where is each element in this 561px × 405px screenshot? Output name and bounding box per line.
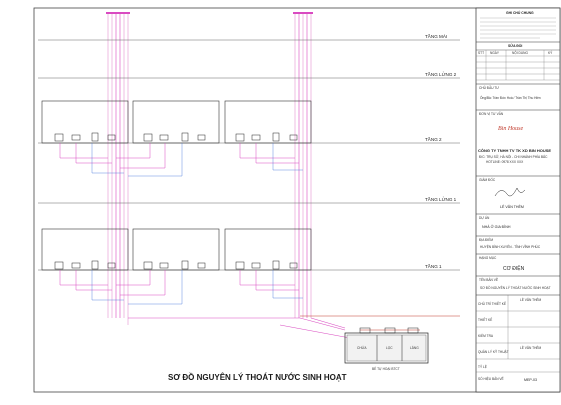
room-blocks-lower bbox=[41, 228, 312, 271]
collector-pipes-red bbox=[300, 315, 460, 331]
tb-notes-lines bbox=[480, 17, 556, 39]
level-label-floor-2: TẦNG 2 bbox=[425, 136, 442, 142]
tb-revision-header: SỬA ĐỔI bbox=[508, 43, 522, 48]
tb-owner-header: CHỦ ĐẦU TƯ bbox=[479, 85, 499, 90]
tb-project-header: DỰ ÁN bbox=[479, 216, 490, 220]
drawing-title: SƠ ĐỒ NGUYÊN LÝ THOÁT NƯỚC SINH HOẠT bbox=[168, 372, 347, 382]
level-label-floor-1: TẦNG 1 bbox=[425, 263, 442, 269]
septic-tank: CHỨA LỌC LẮNG BỂ TỰ HOẠI BTCT bbox=[344, 327, 429, 371]
tb-owner-name: Ông/Bà: Trần Đức Hoà / Trần Thị Thu Hiền bbox=[480, 95, 541, 100]
level-label-mezz-2: TẦNG LỬNG 2 bbox=[425, 71, 457, 77]
tb-drawing-name: SƠ ĐỒ NGUYÊN LÝ THOÁT NƯỚC SINH HOẠT bbox=[480, 285, 551, 290]
tb-sheet-label: SỐ HIỆU BẢN VẼ bbox=[478, 376, 504, 381]
rev-col-sign: KÝ bbox=[548, 51, 553, 55]
tb-category-name: CƠ ĐIỆN bbox=[503, 264, 525, 272]
tb-company-addr-1: Đ/C: TRỤ SỞ, HÀ NỘI - CHI NHÁNH PHÍA BẮC bbox=[479, 154, 548, 159]
room-blocks-upper bbox=[41, 100, 312, 144]
tb-role-3: KIỂM TRA bbox=[478, 333, 494, 338]
tb-role-4-name: LÊ VĂN THÊM bbox=[520, 345, 542, 350]
level-label-mezz-1: TẦNG LỬNG 1 bbox=[425, 196, 457, 202]
tb-role-1: CHỦ TRÌ THIẾT KẾ bbox=[478, 301, 506, 306]
tb-director-name: LÊ VĂN THÊM bbox=[500, 204, 524, 209]
tb-company-name: CÔNG TY TNHH TV TK XD BIN HOUSE bbox=[478, 148, 551, 153]
drain-branches bbox=[59, 143, 299, 296]
tb-role-2: THIẾT KẾ bbox=[478, 317, 492, 322]
title-block: GHI CHÚ CHUNG SỬA ĐỔI STT NGÀY NỘI DUNG … bbox=[475, 7, 561, 393]
rev-col-date: NGÀY bbox=[490, 51, 500, 55]
tb-company-addr-2: HOTLINE: 0978 XXX XXX bbox=[486, 160, 524, 164]
collector-pipes bbox=[128, 317, 351, 339]
pipe-stacks bbox=[107, 14, 312, 325]
tb-notes-header: GHI CHÚ CHUNG bbox=[506, 10, 534, 15]
director-signature bbox=[494, 187, 526, 197]
company-logo: Bin House bbox=[498, 126, 524, 132]
level-label-roof: TẦNG MÁI bbox=[425, 33, 447, 39]
rev-grid bbox=[476, 50, 560, 81]
tank-label: BỂ TỰ HOẠI BTCT bbox=[372, 366, 400, 371]
tb-role-1-name: LÊ VĂN THÊM bbox=[520, 297, 542, 302]
floor-levels bbox=[38, 39, 460, 271]
tb-contractor-header: ĐƠN VỊ TƯ VẤN bbox=[479, 112, 504, 116]
tb-category-header: HẠNG MỤC bbox=[479, 256, 497, 260]
tb-drawing-header: TÊN BẢN VẼ bbox=[479, 277, 498, 282]
rev-col-content: NỘI DUNG bbox=[512, 50, 528, 55]
tank-chamber-3: LẮNG bbox=[410, 345, 419, 350]
tb-location-header: ĐỊA ĐIỂM bbox=[479, 237, 493, 242]
tb-director-header: GIÁM ĐỐC bbox=[479, 177, 496, 182]
level-labels: TẦNG MÁI TẦNG LỬNG 2 TẦNG 2 TẦNG LỬNG 1 … bbox=[425, 33, 457, 269]
tb-sheet-number: MEP-03 bbox=[524, 378, 537, 382]
tank-chamber-1: CHỨA bbox=[357, 345, 367, 350]
tb-location-name: HUYỆN BÌNH XUYÊN - TỈNH VĨNH PHÚC bbox=[480, 244, 541, 249]
tb-scale-label: TỶ LỆ bbox=[478, 364, 487, 369]
tb-role-4: QUẢN LÝ KỸ THUẬT bbox=[478, 349, 509, 354]
roles-grid bbox=[476, 295, 560, 360]
fixtures-upper bbox=[54, 132, 298, 142]
fixtures-lower bbox=[54, 260, 298, 270]
drain-branches-blue bbox=[91, 143, 303, 305]
rev-col-stt: STT bbox=[478, 51, 484, 55]
vent-caps bbox=[106, 12, 313, 14]
tank-chamber-2: LỌC bbox=[386, 346, 393, 350]
tb-project-name: NHÀ Ở GIA ĐÌNH bbox=[482, 224, 511, 229]
